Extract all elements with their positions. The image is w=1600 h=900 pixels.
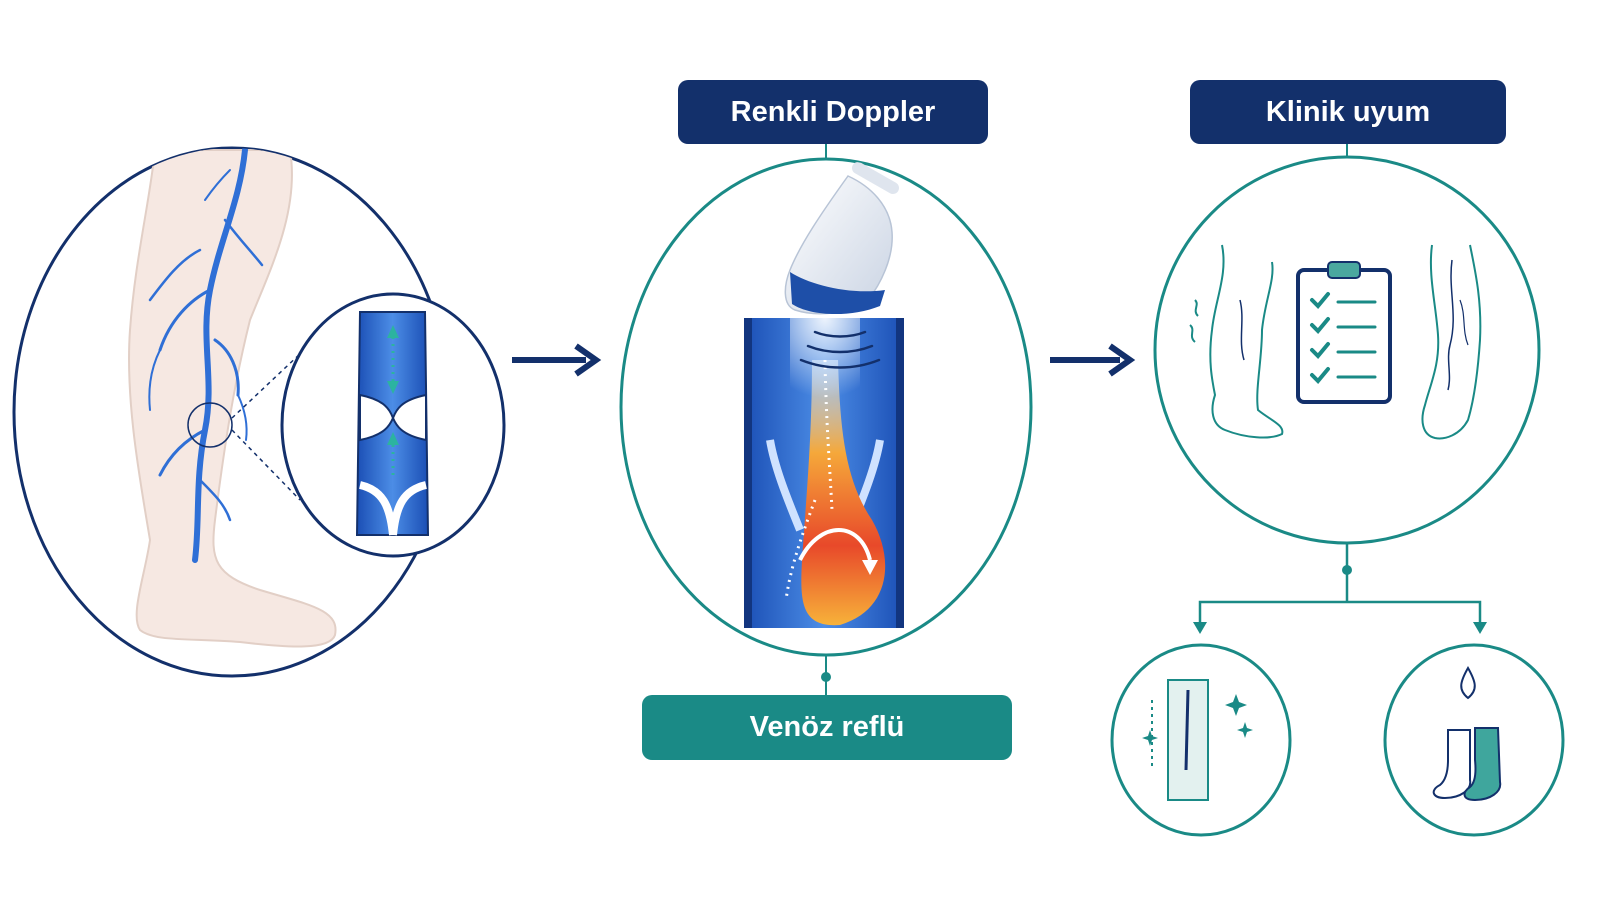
ultrasound-probe-icon [784,162,899,369]
doppler-panel [619,144,1033,695]
clinic-panel [1110,144,1565,837]
magnify-connector [231,351,303,501]
doppler-label: Renkli Doppler [678,80,988,144]
compression-stocking-icon [1383,643,1565,837]
leg-with-varicose-veins-icon [128,148,337,648]
clinic-label: Klinik uyum [1190,80,1506,144]
leg-panel [12,146,506,678]
treatment-branch [1198,543,1482,622]
flow-arrow-1 [512,343,602,377]
checklist-clipboard-icon [1296,261,1392,404]
reflux-label: Venöz reflü [642,695,1012,760]
symptomatic-leg-icon [1189,244,1284,439]
vein-valve-magnified-icon [280,292,506,558]
doppler-vessel-reflux-icon [744,318,904,628]
flow-arrow-2 [1050,343,1136,377]
varicose-leg-icon [1421,244,1482,440]
vein-needle-treatment-icon [1110,643,1292,837]
